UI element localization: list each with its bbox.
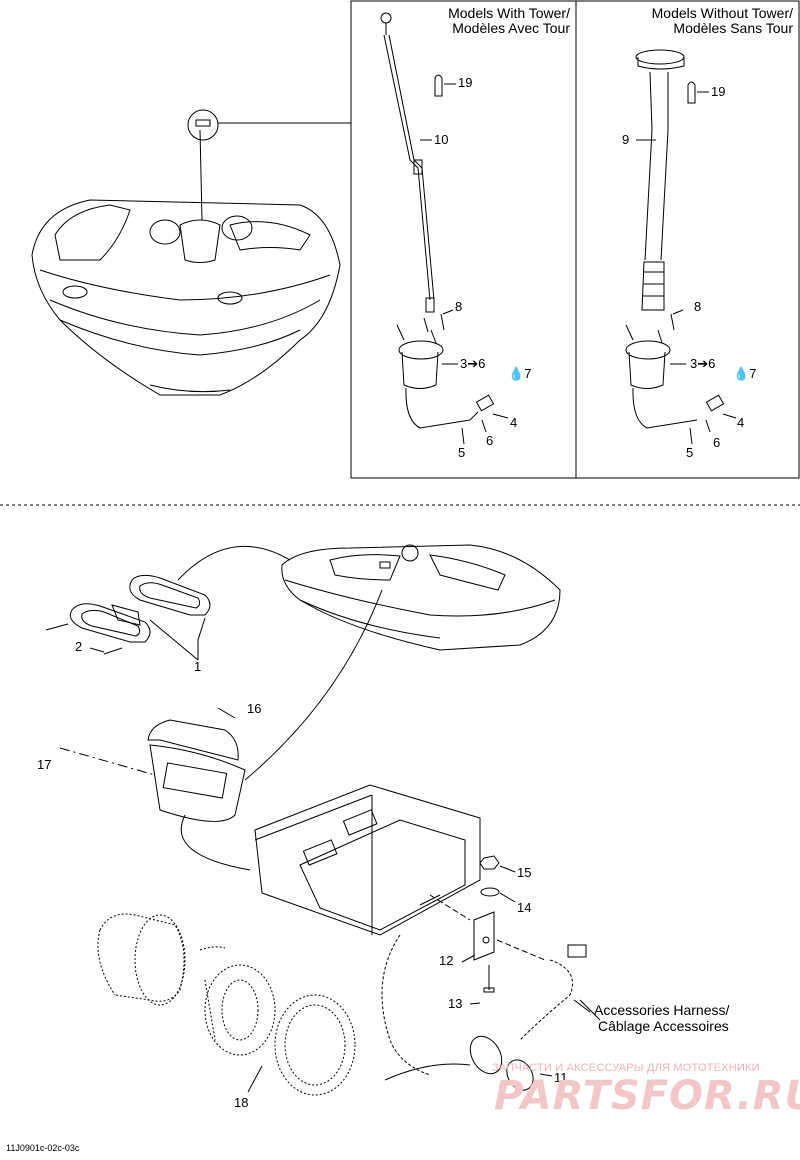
radio-cover (59, 707, 246, 822)
tower-light-assembly (380, 12, 509, 445)
harness-label-line1: Accessories Harness/ (594, 1002, 730, 1018)
callout-5-right: 5 (686, 445, 694, 460)
callout-13: 13 (448, 996, 463, 1011)
header-without-tower-line2: Modèles Sans Tour (673, 20, 793, 36)
callout-18: 18 (234, 1095, 249, 1110)
pole-light-assembly (625, 49, 737, 445)
callout-3-6-left: 3➔6 (460, 356, 486, 371)
callout-1: 1 (194, 659, 202, 674)
header-with-tower: Models With Tower/ Modèles Avec Tour (400, 6, 570, 36)
header-without-tower: Models Without Tower/ Modèles Sans Tour (600, 6, 793, 36)
watermark-logo: PARTSFOR.RU (494, 1073, 800, 1119)
callout-4-left: 4 (510, 415, 518, 430)
callout-4-right: 4 (737, 415, 745, 430)
speaker-cover-parts (45, 574, 211, 661)
boat-top-left (31, 109, 351, 396)
flow-lines (177, 545, 601, 1081)
callout-8-right: 8 (694, 299, 702, 314)
harness-label-line2: Câblage Accessoires (598, 1018, 729, 1034)
callout-15: 15 (517, 865, 532, 880)
callout-5-left: 5 (458, 445, 466, 460)
speaker-assembly (97, 913, 356, 1096)
callout-7-right-text: 7 (749, 366, 757, 381)
callout-7-left: 💧7 (508, 366, 532, 381)
radio-unit (254, 784, 481, 936)
header-with-tower-line1: Models With Tower/ (448, 5, 570, 21)
callout-9: 9 (622, 132, 630, 147)
callout-6-right: 6 (713, 435, 721, 450)
callout-11: 11 (554, 1070, 568, 1085)
callout-2: 2 (75, 639, 83, 654)
callout-6-left: 6 (486, 433, 494, 448)
watermark-caption: ЗАПЧАСТИ И АКСЕССУАРЫ ДЛЯ МОТОТЕХНИКИ (492, 1062, 760, 1074)
callout-10: 10 (434, 132, 449, 147)
boat-lower (281, 544, 561, 651)
callout-14: 14 (517, 900, 532, 915)
accessories-harness (381, 934, 591, 1091)
callout-7-right: 💧7 (733, 366, 757, 381)
top-panels-frame (350, 0, 800, 479)
speaker-screw (247, 1065, 263, 1093)
harness-label: Accessories Harness/ Câblage Accessoires (594, 1002, 729, 1034)
callout-17: 17 (37, 757, 52, 772)
header-with-tower-line2: Modèles Avec Tour (452, 20, 570, 36)
callout-8-left: 8 (455, 299, 463, 314)
diagram-code: 11J0901c-02c-03c (6, 1143, 80, 1153)
callout-12: 12 (439, 953, 454, 968)
callout-3-6-right: 3➔6 (690, 356, 716, 371)
header-without-tower-line1: Models Without Tower/ (651, 5, 793, 21)
callout-19-right: 19 (711, 84, 726, 99)
callout-7-left-text: 7 (524, 366, 532, 381)
bracket-hardware (429, 855, 546, 1005)
callout-16: 16 (247, 701, 262, 716)
callout-19-left: 19 (458, 75, 473, 90)
